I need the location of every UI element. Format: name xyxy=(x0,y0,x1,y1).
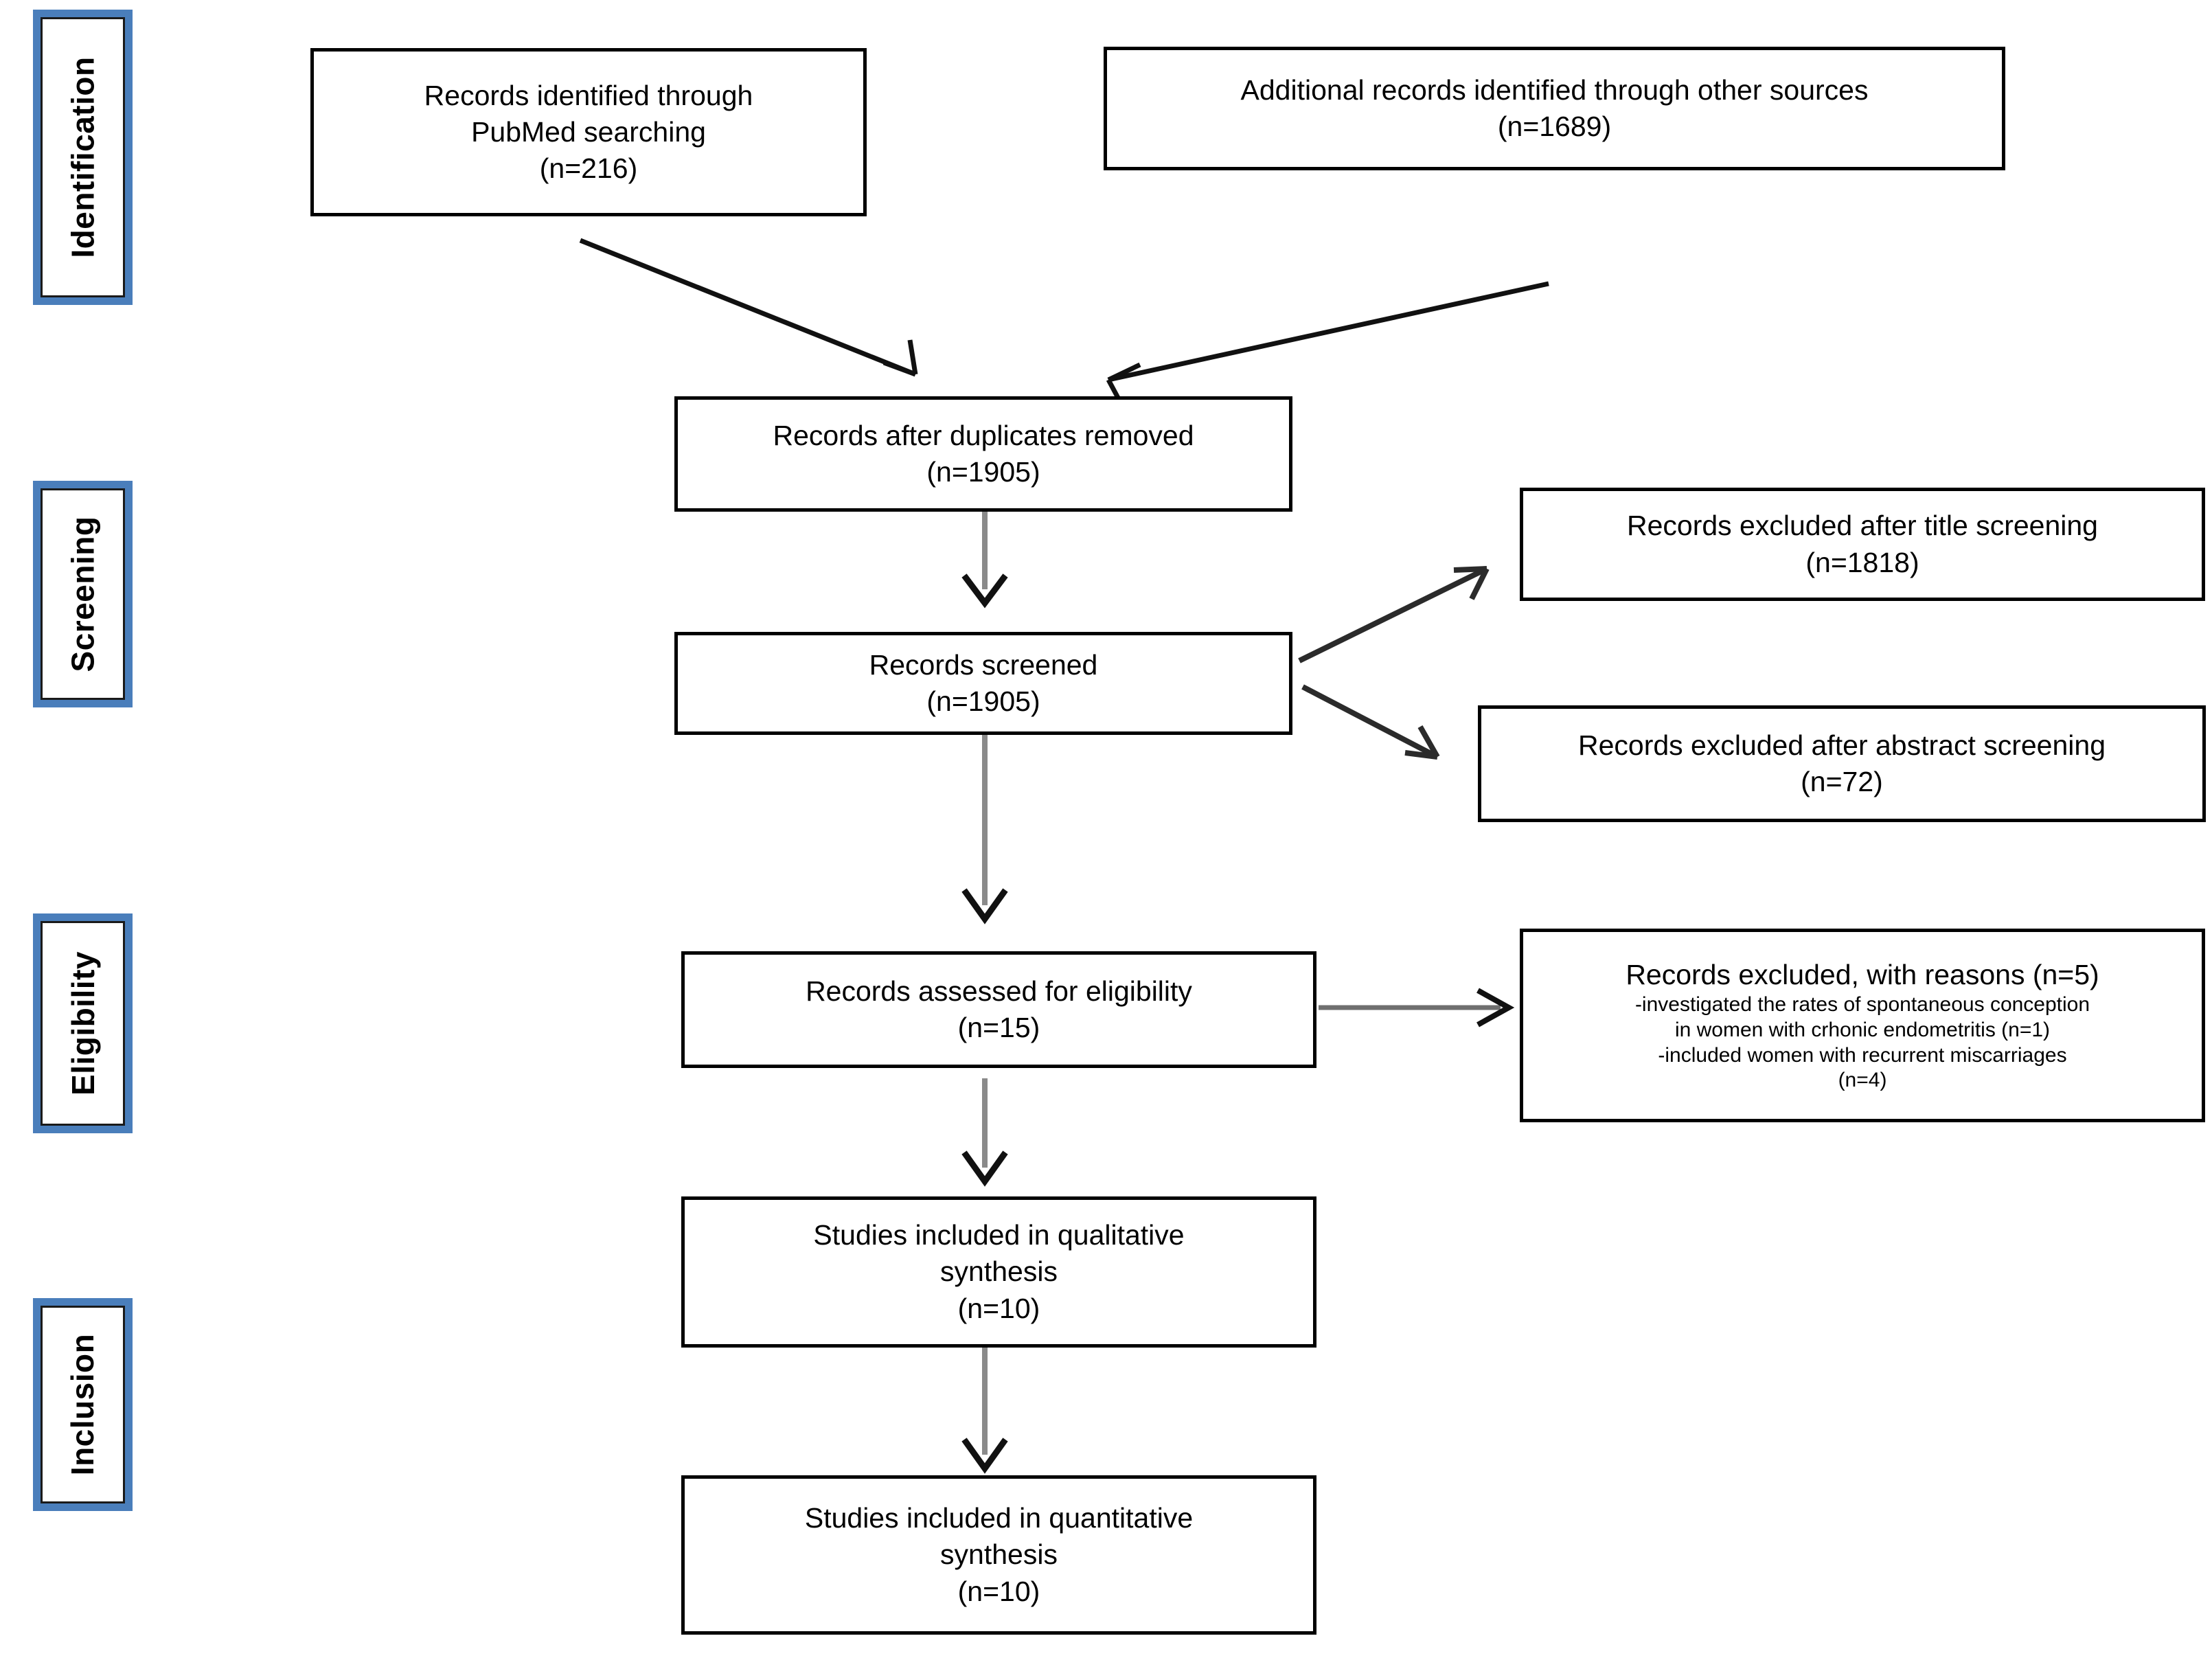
box-excluded-abstract-line-2: (n=72) xyxy=(1801,766,1883,797)
box-duplicates-removed: Records after duplicates removed (n=1905… xyxy=(674,396,1292,512)
stage-label-identification-inner: Identification xyxy=(41,17,125,297)
box-qualitative-synthesis: Studies included in qualitative synthesi… xyxy=(681,1196,1316,1348)
box-pubmed-records-line-3: (n=216) xyxy=(539,152,638,185)
arrow-screened-to-excluded-abstract xyxy=(1301,684,1440,760)
arrow-eligibility-to-qualitative xyxy=(961,1078,1008,1187)
box-qualitative-synthesis-line-1: Studies included in qualitative xyxy=(813,1219,1185,1251)
box-other-sources-line-2: (n=1689) xyxy=(1497,111,1612,142)
arrow-pubmed-to-duplicates xyxy=(579,238,918,377)
stage-label-eligibility-inner: Eligibility xyxy=(41,921,125,1126)
box-records-screened-line-1: Records screened xyxy=(869,648,1098,681)
box-quantitative-synthesis-line-2: synthesis xyxy=(940,1538,1058,1571)
box-excluded-reasons: Records excluded, with reasons (n=5) -in… xyxy=(1520,929,2205,1122)
box-excluded-abstract-line-1: Records excluded after abstract screenin… xyxy=(1577,729,2106,761)
box-pubmed-records-line-2: PubMed searching xyxy=(471,115,706,148)
box-qualitative-synthesis-line-2: synthesis xyxy=(940,1256,1058,1288)
box-other-sources: Additional records identified through ot… xyxy=(1104,47,2005,170)
box-excluded-title-line-1: Records excluded after title screening xyxy=(1627,510,2098,542)
box-duplicates-removed-line-2: (n=1905) xyxy=(926,456,1040,488)
box-excluded-abstract: Records excluded after abstract screenin… xyxy=(1478,705,2206,822)
stage-label-inclusion-text: Inclusion xyxy=(65,1333,101,1476)
box-assessed-eligibility: Records assessed for eligibility (n=15) xyxy=(681,951,1316,1068)
box-excluded-reasons-reason-4: (n=4) xyxy=(1838,1069,1887,1092)
box-quantitative-synthesis-line-1: Studies included in quantitative xyxy=(804,1502,1194,1534)
box-excluded-reasons-reason-1: -investigated the rates of spontaneous c… xyxy=(1634,993,2090,1017)
stage-label-screening: Screening xyxy=(33,481,133,707)
box-pubmed-records-line-1: Records identified through xyxy=(424,79,753,111)
stage-label-identification: Identification xyxy=(33,10,133,305)
box-other-sources-line-1: Additional records identified through ot… xyxy=(1240,73,1869,106)
box-excluded-reasons-reason-3: -included women with recurrent miscarria… xyxy=(1658,1043,2067,1067)
box-excluded-title: Records excluded after title screening (… xyxy=(1520,488,2205,601)
arrow-qualitative-to-quantitative xyxy=(961,1348,1008,1474)
stage-label-screening-inner: Screening xyxy=(41,488,125,700)
stage-label-eligibility: Eligibility xyxy=(33,913,133,1133)
box-records-screened-line-2: (n=1905) xyxy=(926,685,1040,717)
box-duplicates-removed-line-1: Records after duplicates removed xyxy=(773,419,1194,451)
box-assessed-eligibility-line-2: (n=15) xyxy=(957,1012,1040,1043)
stage-label-screening-text: Screening xyxy=(65,516,101,672)
stage-label-identification-text: Identification xyxy=(65,56,101,258)
box-pubmed-records: Records identified through PubMed search… xyxy=(310,48,867,216)
arrow-duplicates-to-screened xyxy=(961,512,1008,609)
stage-label-inclusion: Inclusion xyxy=(33,1298,133,1511)
box-records-screened: Records screened (n=1905) xyxy=(674,632,1292,735)
box-qualitative-synthesis-line-3: (n=10) xyxy=(957,1292,1040,1324)
box-excluded-reasons-reason-2: in women with crhonic endometritis (n=1) xyxy=(1674,1019,2051,1042)
box-excluded-title-line-2: (n=1818) xyxy=(1805,546,1919,578)
stage-label-eligibility-text: Eligibility xyxy=(65,951,101,1095)
box-assessed-eligibility-line-1: Records assessed for eligibility xyxy=(806,975,1192,1007)
box-excluded-reasons-heading: Records excluded, with reasons (n=5) xyxy=(1626,959,2099,991)
arrow-other-sources-to-duplicates xyxy=(1106,281,1549,411)
arrow-screened-to-excluded-title xyxy=(1298,566,1490,663)
stage-label-inclusion-inner: Inclusion xyxy=(41,1306,125,1503)
arrow-eligibility-to-excluded-reasons xyxy=(1319,988,1515,1027)
box-quantitative-synthesis-line-3: (n=10) xyxy=(957,1575,1040,1607)
arrow-screened-to-eligibility xyxy=(961,735,1008,924)
box-quantitative-synthesis: Studies included in quantitative synthes… xyxy=(681,1475,1316,1635)
